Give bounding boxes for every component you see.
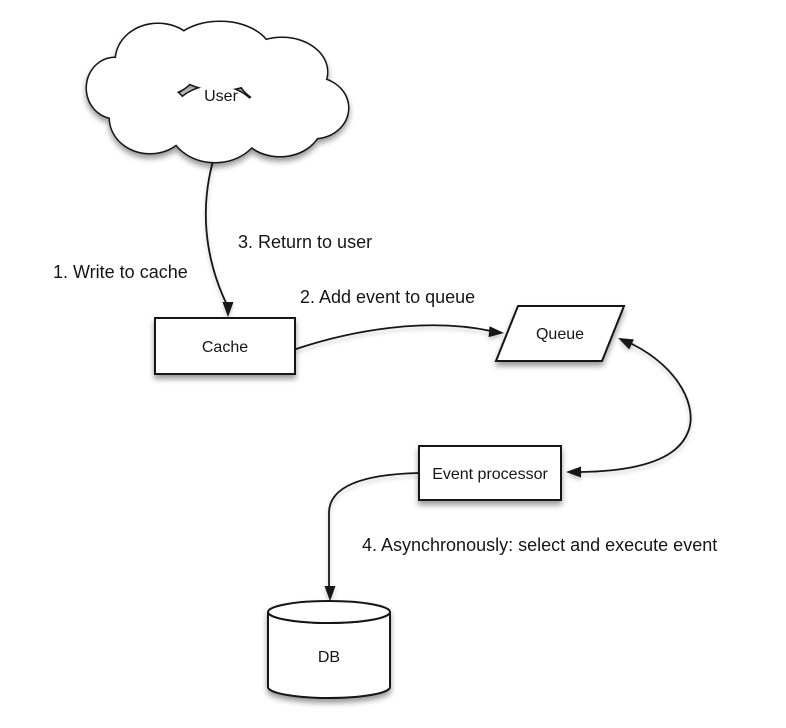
queue-eventprocessor-arrow <box>580 343 692 473</box>
step3-label: 3. Return to user <box>238 232 372 252</box>
step4-label: 4. Asynchronously: select and execute ev… <box>362 535 717 555</box>
queue-label: Queue <box>536 326 584 343</box>
event-processor-box <box>418 445 562 501</box>
cache-box <box>154 317 296 375</box>
user-cloud-fill <box>87 22 348 162</box>
user-node: User <box>85 20 350 164</box>
cache-node: Cache <box>154 317 296 375</box>
db-cylinder-top <box>267 600 391 624</box>
cache-label: Cache <box>202 339 248 356</box>
db-arrowhead-icon <box>324 586 336 601</box>
step2-label: 2. Add event to queue <box>300 287 475 307</box>
event-processor-label: Event processor <box>432 466 548 483</box>
eventprocessor-to-db-arrow <box>328 472 420 587</box>
queue-parallelogram <box>494 305 626 362</box>
user-to-cache-arrow <box>204 160 228 306</box>
user-label: User <box>204 88 238 105</box>
step1-label: 1. Write to cache <box>53 262 188 282</box>
cache-to-queue-arrow <box>295 324 492 350</box>
cache-to-queue-arrowhead-icon <box>488 326 504 338</box>
db-node: DB <box>267 600 391 699</box>
eventprocessor-arrowhead-icon <box>566 466 581 478</box>
db-label: DB <box>318 649 340 666</box>
connectors <box>204 160 692 601</box>
queue-node: Queue <box>494 305 626 362</box>
user-to-cache-arrowhead-icon <box>222 302 234 317</box>
event-processor-node: Event processor <box>418 445 562 501</box>
queue-arrowhead-icon <box>618 338 634 350</box>
